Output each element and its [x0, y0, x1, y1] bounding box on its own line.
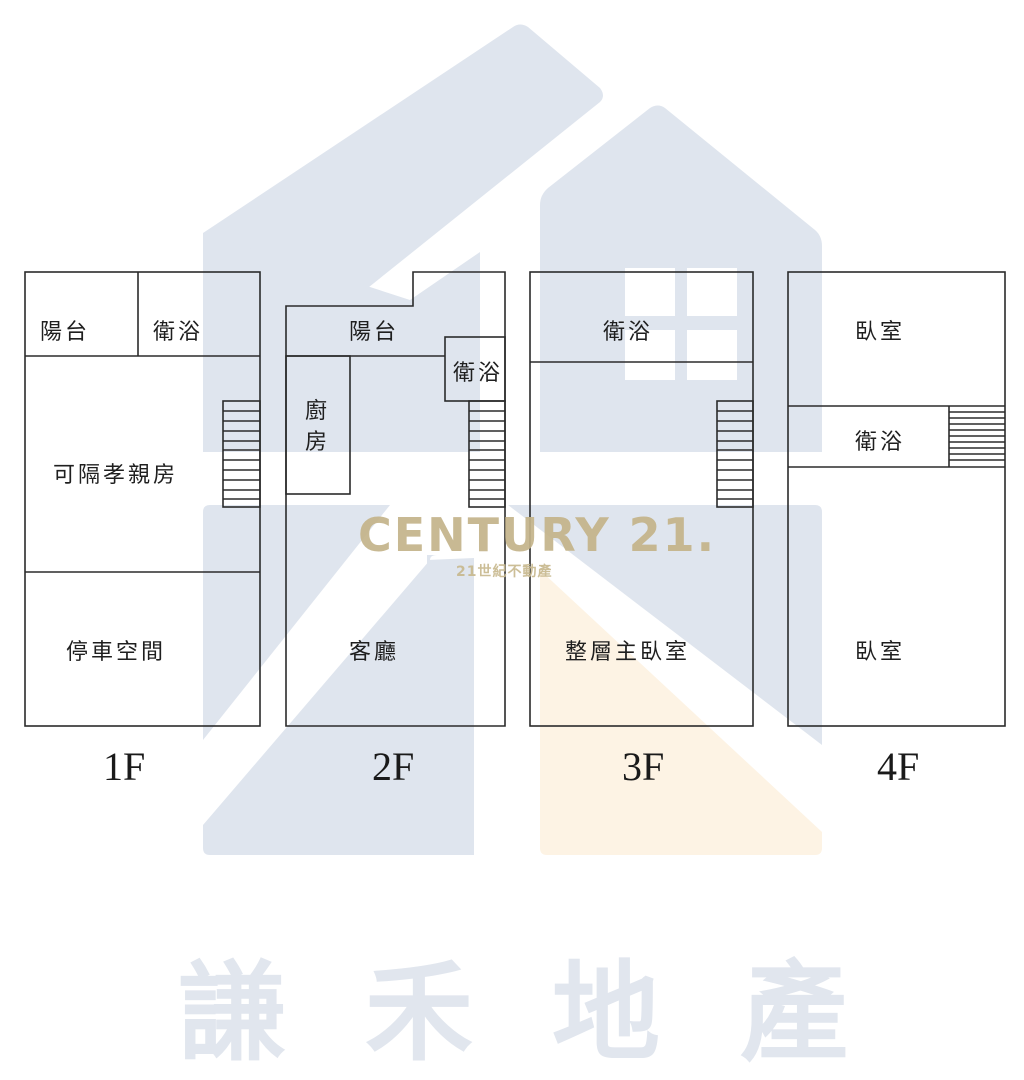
svg-text:21世紀不動產: 21世紀不動產	[456, 563, 552, 580]
room-label-bedroom: 臥室	[855, 320, 905, 345]
room-label-bathroom: 衛浴	[603, 320, 653, 345]
floor-label-4f: 4F	[877, 744, 919, 789]
room-label-master-bedroom: 整層主臥室	[565, 640, 690, 665]
staircase-icon	[468, 400, 506, 508]
company-char-4: 產	[740, 951, 848, 1076]
floor-labels: 1F 2F 3F 4F	[103, 744, 919, 789]
floor-1f-plan: 陽台 衛浴 可隔孝親房 停車空間	[24, 271, 261, 727]
room-label-balcony: 陽台	[349, 320, 399, 345]
room-label-elder-room: 可隔孝親房	[53, 463, 178, 488]
room-label-bathroom: 衛浴	[453, 361, 503, 386]
staircase-icon	[948, 406, 1005, 467]
room-label-parking: 停車空間	[66, 640, 166, 665]
company-char-1: 謙	[178, 951, 286, 1076]
century21-logo: CENTURY 21. 21世紀不動產	[358, 508, 716, 580]
room-label-living-room: 客廳	[349, 640, 399, 665]
company-watermark: 謙 禾 地 產	[178, 951, 848, 1076]
floor-label-3f: 3F	[622, 744, 664, 789]
staircase-icon	[716, 400, 754, 508]
svg-text:CENTURY 21.: CENTURY 21.	[358, 508, 716, 562]
room-label-bathroom: 衛浴	[855, 430, 905, 455]
room-label-balcony: 陽台	[40, 320, 90, 345]
room-label-kitchen-2: 房	[305, 430, 330, 455]
staircase-icon	[222, 400, 261, 508]
room-label-bathroom: 衛浴	[153, 320, 203, 345]
house-watermark-icon	[203, 24, 822, 855]
floor-label-1f: 1F	[103, 744, 145, 789]
company-char-3: 地	[552, 951, 660, 1076]
company-char-2: 禾	[365, 951, 473, 1076]
floor-2f-plan: 陽台 衛浴 廚 房 客廳	[285, 271, 506, 727]
room-label-kitchen: 廚	[305, 399, 330, 424]
floor-3f-plan: 衛浴 整層主臥室	[529, 271, 754, 727]
floor-label-2f: 2F	[372, 744, 414, 789]
room-label-bedroom-2: 臥室	[855, 640, 905, 665]
floor-4f-plan: 臥室 衛浴 臥室	[787, 271, 1006, 727]
